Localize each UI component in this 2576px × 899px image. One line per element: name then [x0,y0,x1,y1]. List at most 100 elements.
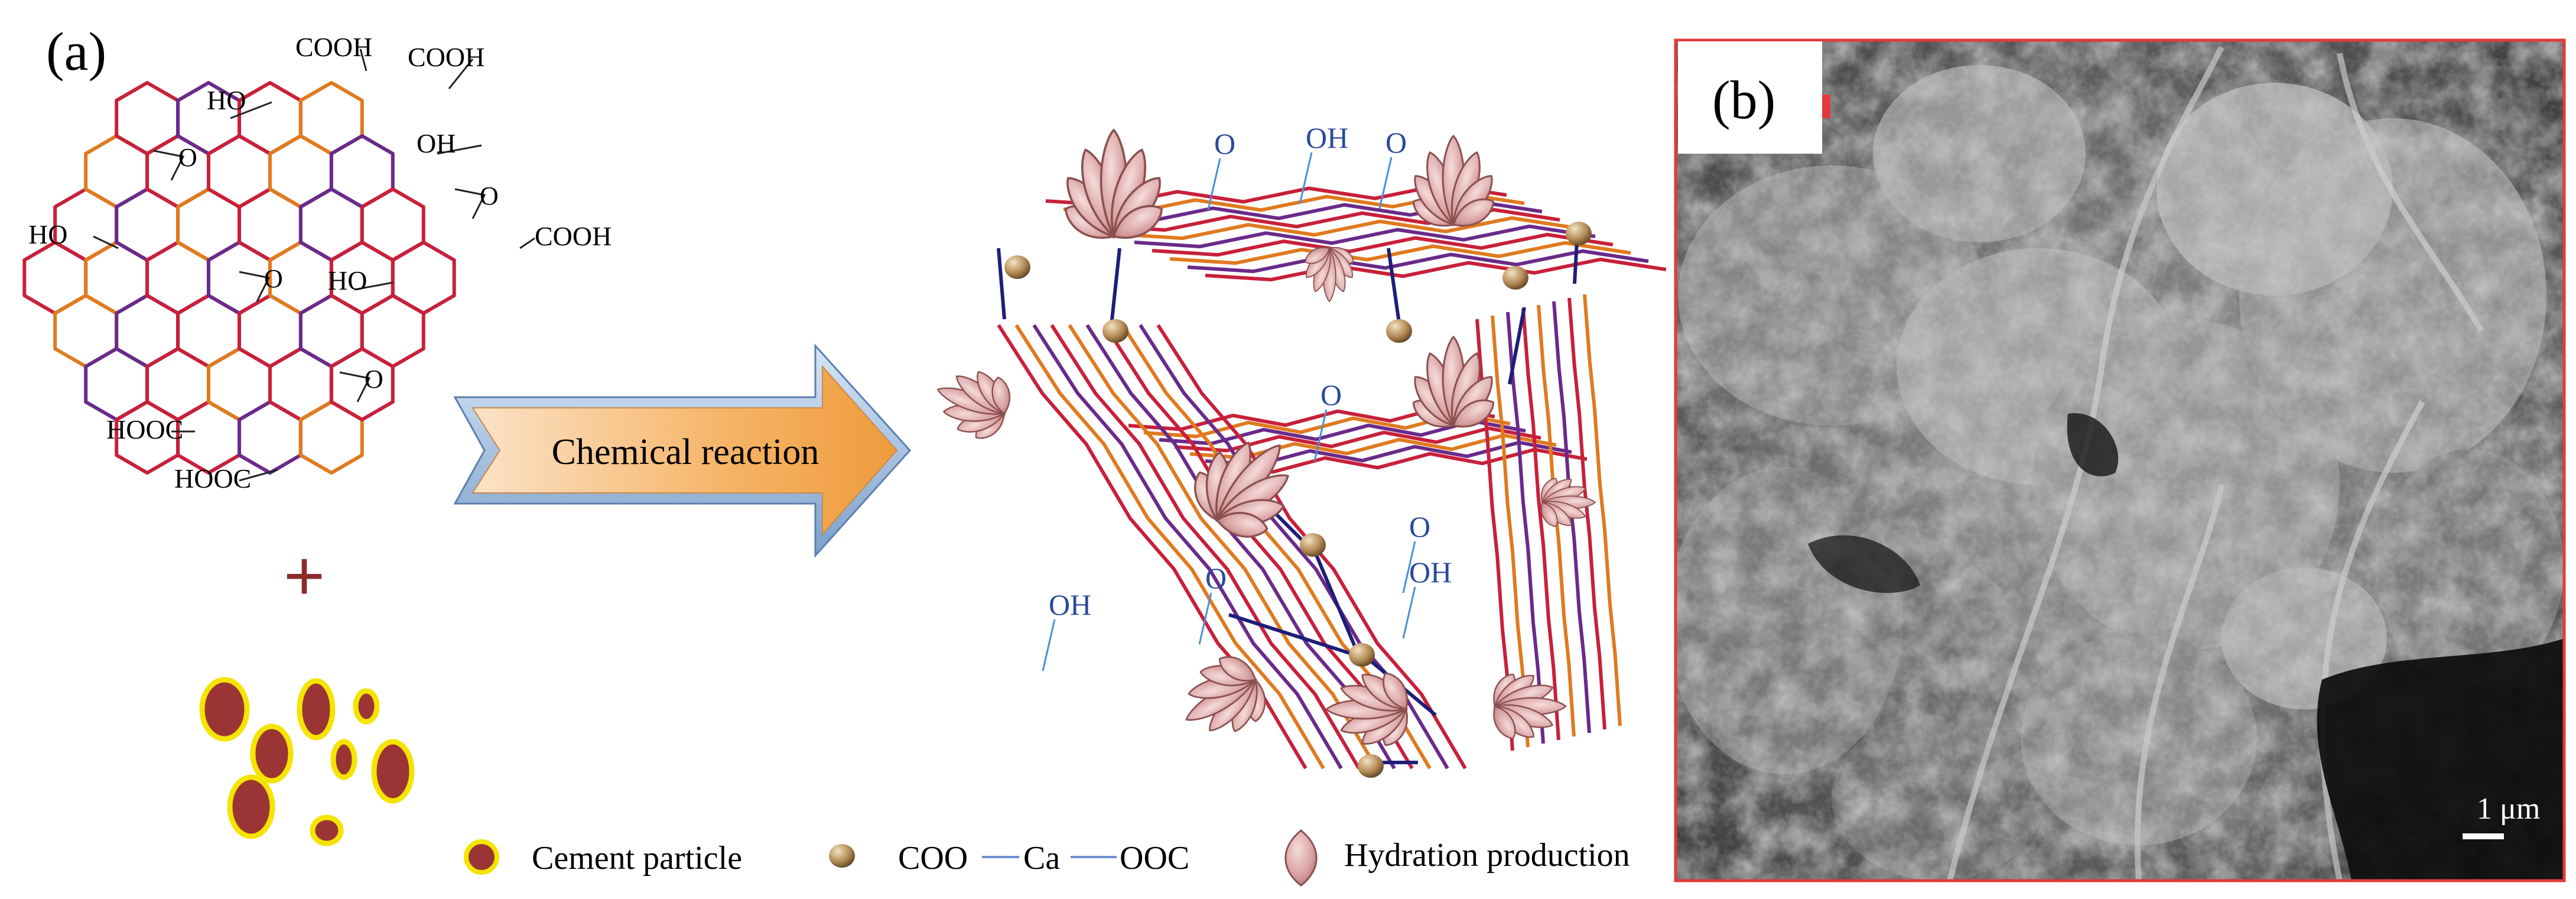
label-o: O [1320,378,1342,411]
epoxide-bond [153,150,185,181]
cement-particle [353,688,380,725]
scale-bar: 1 μm [2463,792,2540,839]
plus-sign: + [284,536,325,615]
label-leader [1402,586,1416,639]
legend-bond-coo: COO [898,840,968,877]
ca-linker [997,248,1006,320]
lattice-strand [1174,426,1541,453]
lattice-strand [1014,324,1325,770]
hydration-petal [1452,198,1495,227]
epoxide-bond [454,188,486,219]
panel-a-label: (a) [46,21,106,82]
hex-cell [391,241,456,315]
ca-ion [1386,319,1412,343]
label-oh: OH [1306,121,1348,154]
sem-micrograph: (b) 1 μm [1674,38,2566,882]
label-o: O [264,264,283,293]
bond-line [519,237,535,249]
hydration-cluster [1185,656,1266,732]
lattice-strand [1098,207,1560,232]
hydration-cluster [1065,128,1163,239]
label-leader [1198,592,1212,645]
cement-particle [227,774,275,839]
lattice-strand [1116,216,1578,241]
ca-linker [1228,613,1359,658]
lattice-strand [1169,241,1631,265]
label-o: O [1205,562,1227,595]
lattice-strand [1583,294,1622,726]
ca-linker [1310,543,1361,657]
label-cooh: COOH [535,221,612,251]
legend-hydration: Hydration production [1284,829,1630,887]
label-oh: OH [1409,556,1452,589]
bond-line [448,59,474,89]
ca-ion [1358,754,1384,778]
hydration-petal [1112,205,1163,239]
lattice-strand [1491,315,1530,748]
ca-linker [1508,307,1526,385]
bond-line [239,469,278,482]
legend-bond-ca: Ca [1023,840,1060,877]
hydration-cluster [1412,335,1495,428]
ca-ion [1566,222,1592,245]
lattice-strand [1032,324,1343,770]
hydration-cluster [1540,478,1596,527]
hydration-petal [991,377,1011,415]
label-ho: HO [207,85,246,115]
lattice-strand [1205,257,1667,282]
ca-ion [1300,533,1326,557]
label-cooh: COOH [408,42,484,72]
bond-line [230,101,272,119]
legend-bond: COO Ca OOC [829,840,1189,877]
label-hooc: HOOC [174,463,251,494]
panel-b-label: (b) [1712,70,1775,130]
bond-line [437,144,482,155]
legend-cement-label: Cement particle [532,840,742,877]
label-hooc: HOOC [106,414,183,444]
label-leader [1313,409,1328,462]
bond-line [359,48,367,72]
chemical-reaction-arrow: Chemical reaction [453,343,912,558]
label-leader [1402,541,1416,593]
ca-ion [1502,266,1528,290]
label-o: O [1385,126,1407,159]
legend-cement-particle: Cement particle [464,839,742,877]
hydration-cluster [1493,673,1567,739]
cement-particles [199,677,415,846]
right-go-sheet [1475,294,1622,751]
lattice-strand [1567,297,1606,730]
cement-particle [297,678,336,741]
label-o: O [1409,510,1430,543]
hydration-petal [1493,705,1516,739]
lattice-strand [1050,324,1361,770]
label-o: O [480,181,499,210]
bond-line [354,281,393,291]
epoxide-bond [239,271,271,302]
hydration-cluster [1325,672,1409,747]
hydration-petal [1305,246,1331,264]
epoxide-bond [339,371,371,403]
left-go-sheet [997,324,1467,770]
legend: Cement particle COO Ca OOC Hydration pro… [464,829,1630,887]
arrow-label: Chemical reaction [552,432,819,472]
bond-line [93,235,119,249]
cement-particle [199,677,250,742]
scale-bar-label: 1 μm [2477,792,2540,826]
lattice-strand [1068,324,1378,770]
hydration-petal [1452,399,1495,428]
label-o: O [365,365,383,394]
legend-hydration-label: Hydration production [1344,837,1630,874]
hydration-cluster [1305,246,1354,303]
hydration-petal [1383,672,1408,710]
ca-ion [1349,643,1375,667]
label-leader [1378,157,1393,209]
hydration-cluster [936,371,1011,439]
ca-linker [1387,248,1402,332]
cement-particle [250,723,294,784]
label-ho: HO [328,265,367,296]
cement-particle [330,739,357,780]
label-oh: OH [1049,588,1091,621]
ca-ion [1102,319,1128,343]
